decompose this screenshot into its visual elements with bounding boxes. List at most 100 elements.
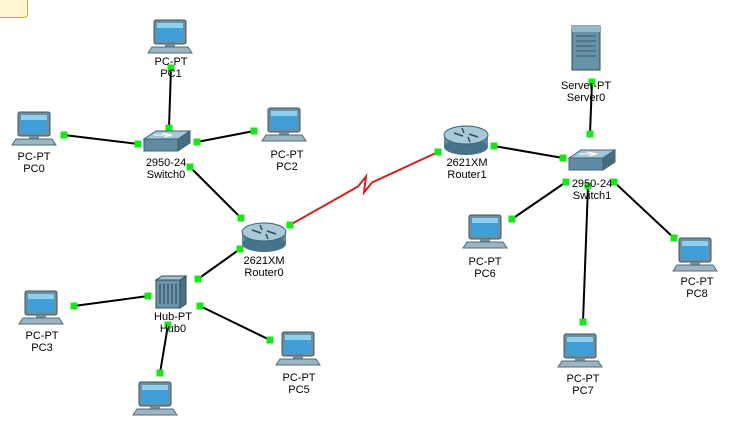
- pc-icon[interactable]: [261, 107, 307, 142]
- router-icon[interactable]: [241, 222, 287, 252]
- device-name-label: PC5: [288, 384, 310, 396]
- link-status-indicator: [610, 178, 618, 186]
- pc-icon[interactable]: [11, 111, 57, 146]
- link-Switch1-PC6[interactable]: [511, 181, 567, 220]
- pc-icon[interactable]: [147, 19, 193, 54]
- link-status-indicator: [586, 130, 594, 138]
- server-icon[interactable]: [571, 25, 601, 71]
- device-model-label: PC-PT: [566, 373, 600, 385]
- device-name-label: PC3: [31, 342, 53, 354]
- pc-icon[interactable]: [275, 331, 321, 366]
- link-status-indicator: [165, 124, 173, 132]
- link-Switch1-PC7[interactable]: [582, 185, 589, 323]
- device-name-label: Router0: [244, 267, 284, 279]
- device-name-label: PC1: [160, 68, 182, 80]
- device-model-label: 2950-24: [145, 157, 187, 169]
- pc-icon[interactable]: [132, 381, 178, 416]
- device-model-label: 2621XM: [446, 157, 488, 169]
- device-name-label: Router1: [447, 169, 487, 181]
- hub-icon[interactable]: [154, 275, 188, 309]
- link-Server0-Switch1[interactable]: [589, 81, 593, 135]
- link-status-indicator: [237, 214, 245, 222]
- link-PC1-Switch0[interactable]: [168, 67, 172, 129]
- pc-icon[interactable]: [672, 237, 718, 272]
- device-name-label: PC0: [23, 163, 45, 175]
- switch-icon[interactable]: [567, 149, 617, 171]
- link-status-indicator: [286, 221, 294, 229]
- device-model-label: PC-PT: [270, 149, 304, 161]
- link-status-indicator: [490, 142, 498, 150]
- pc-icon[interactable]: [557, 333, 603, 368]
- link-status-indicator: [562, 178, 570, 186]
- device-model-label: PC-PT: [17, 151, 51, 163]
- link-status-indicator: [167, 64, 175, 72]
- device-model-label: PC-PT: [154, 56, 188, 68]
- link-status-indicator: [194, 275, 202, 283]
- link-status-indicator: [193, 138, 201, 146]
- link-Router1-Switch1[interactable]: [493, 145, 564, 159]
- link-status-indicator: [588, 78, 596, 86]
- device-name-label: PC2: [276, 161, 298, 173]
- device-model-label: 2621XM: [243, 255, 285, 267]
- device-model-label: Hub-PT: [154, 311, 192, 323]
- link-Switch1-PC8[interactable]: [613, 181, 675, 239]
- device-name-label: Server0: [566, 92, 606, 104]
- link-Hub0-PC5[interactable]: [199, 305, 271, 341]
- device-model-label: 2950-24: [571, 178, 613, 190]
- link-Hub0-PC4[interactable]: [159, 324, 169, 374]
- device-model-label: PC-PT: [25, 330, 59, 342]
- device-model-label: PC-PT: [468, 256, 502, 268]
- link-status-indicator: [266, 336, 274, 344]
- device-name-label: PC8: [686, 288, 708, 300]
- router-icon[interactable]: [443, 125, 489, 155]
- link-Switch0-Router0[interactable]: [189, 166, 242, 219]
- pc-icon[interactable]: [18, 290, 64, 325]
- link-status-indicator: [134, 140, 142, 148]
- device-name-label: PC7: [572, 385, 594, 397]
- link-status-indicator: [164, 321, 172, 329]
- link-status-indicator: [579, 318, 587, 326]
- link-status-indicator: [144, 292, 152, 300]
- device-name-label: PC6: [474, 268, 496, 280]
- link-status-indicator: [250, 127, 258, 135]
- link-status-indicator: [584, 182, 592, 190]
- link-PC0-Switch0[interactable]: [63, 134, 139, 145]
- link-Router0-Hub0[interactable]: [197, 248, 241, 280]
- pc-icon[interactable]: [462, 214, 508, 249]
- link-status-indicator: [70, 302, 78, 310]
- device-name-label: Switch0: [146, 169, 186, 181]
- link-PC3-Hub0[interactable]: [73, 295, 149, 307]
- link-Router0-Router1[interactable]: [289, 151, 439, 226]
- link-status-indicator: [156, 369, 164, 377]
- device-model-label: Server-PT: [560, 80, 612, 92]
- link-status-indicator: [434, 148, 442, 156]
- link-status-indicator: [196, 302, 204, 310]
- link-status-indicator: [559, 154, 567, 162]
- link-status-indicator: [186, 163, 194, 171]
- link-status-indicator: [60, 131, 68, 139]
- corner-tool-icon[interactable]: [0, 0, 28, 18]
- device-name-label: Switch1: [572, 190, 612, 202]
- device-model-label: PC-PT: [680, 276, 714, 288]
- device-model-label: PC-PT: [282, 372, 316, 384]
- link-status-indicator: [670, 234, 678, 242]
- switch-icon[interactable]: [142, 130, 192, 152]
- device-name-label: Hub0: [159, 323, 187, 335]
- link-PC2-Switch0[interactable]: [196, 130, 255, 143]
